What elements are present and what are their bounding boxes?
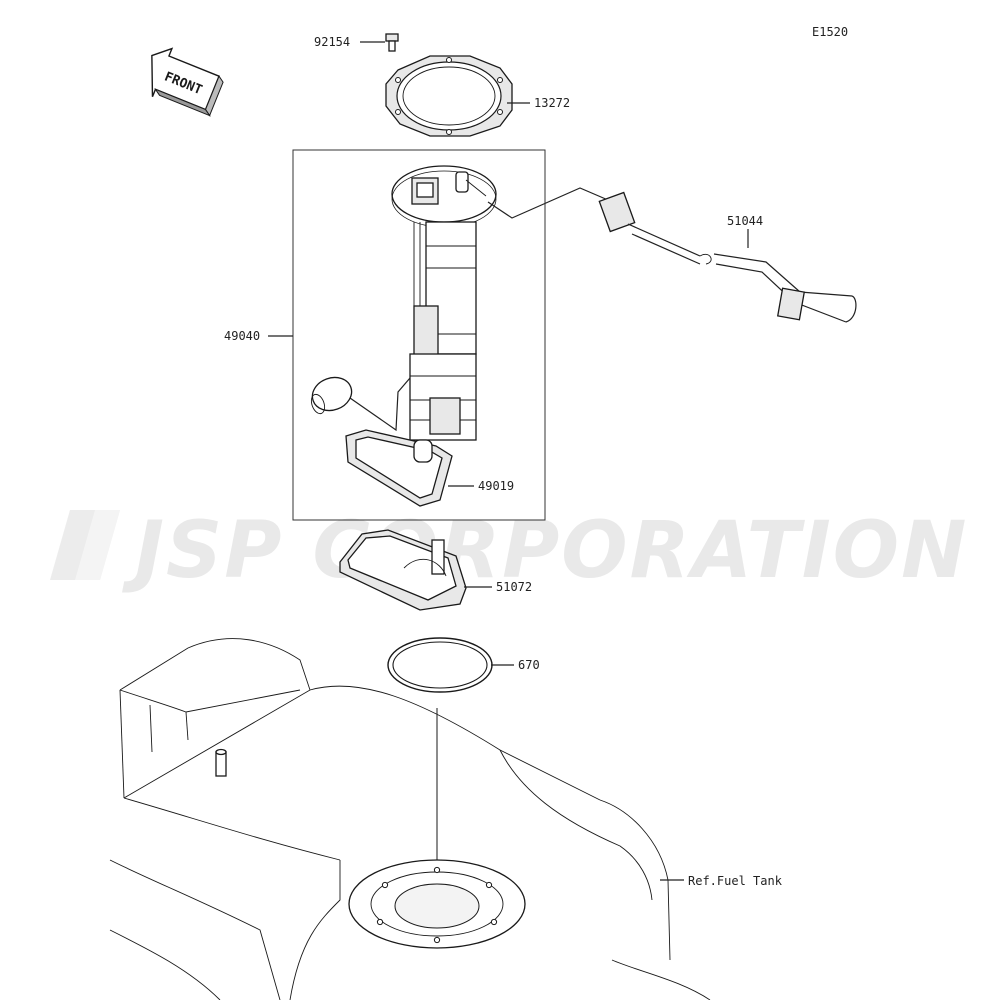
label-49040: 49040 [224, 329, 260, 343]
front-arrow-icon: FRONT [151, 47, 224, 117]
gasket-plate-part [385, 55, 530, 137]
watermark-text: JSP CORPORATION [122, 506, 968, 596]
bolt-part [360, 33, 399, 52]
filter-part [345, 429, 474, 507]
label-13272: 13272 [534, 96, 570, 110]
label-51044: 51044 [727, 214, 763, 228]
o-ring-part [387, 637, 514, 693]
hose-part [487, 187, 857, 323]
label-51072: 51072 [496, 580, 532, 594]
fuel-tank-part [109, 638, 711, 1000]
fuel-pump-assy-box [292, 149, 546, 521]
bracket-part [339, 529, 492, 611]
label-670: 670 [518, 658, 540, 672]
diagram-code: E1520 [812, 25, 848, 39]
watermark: JSP CORPORATION [50, 506, 968, 596]
label-49019: 49019 [478, 479, 514, 493]
label-92154: 92154 [314, 35, 350, 49]
label-fuel-tank-ref: Ref.Fuel Tank [688, 874, 783, 888]
fuel-pump-assembly-part [310, 165, 497, 441]
